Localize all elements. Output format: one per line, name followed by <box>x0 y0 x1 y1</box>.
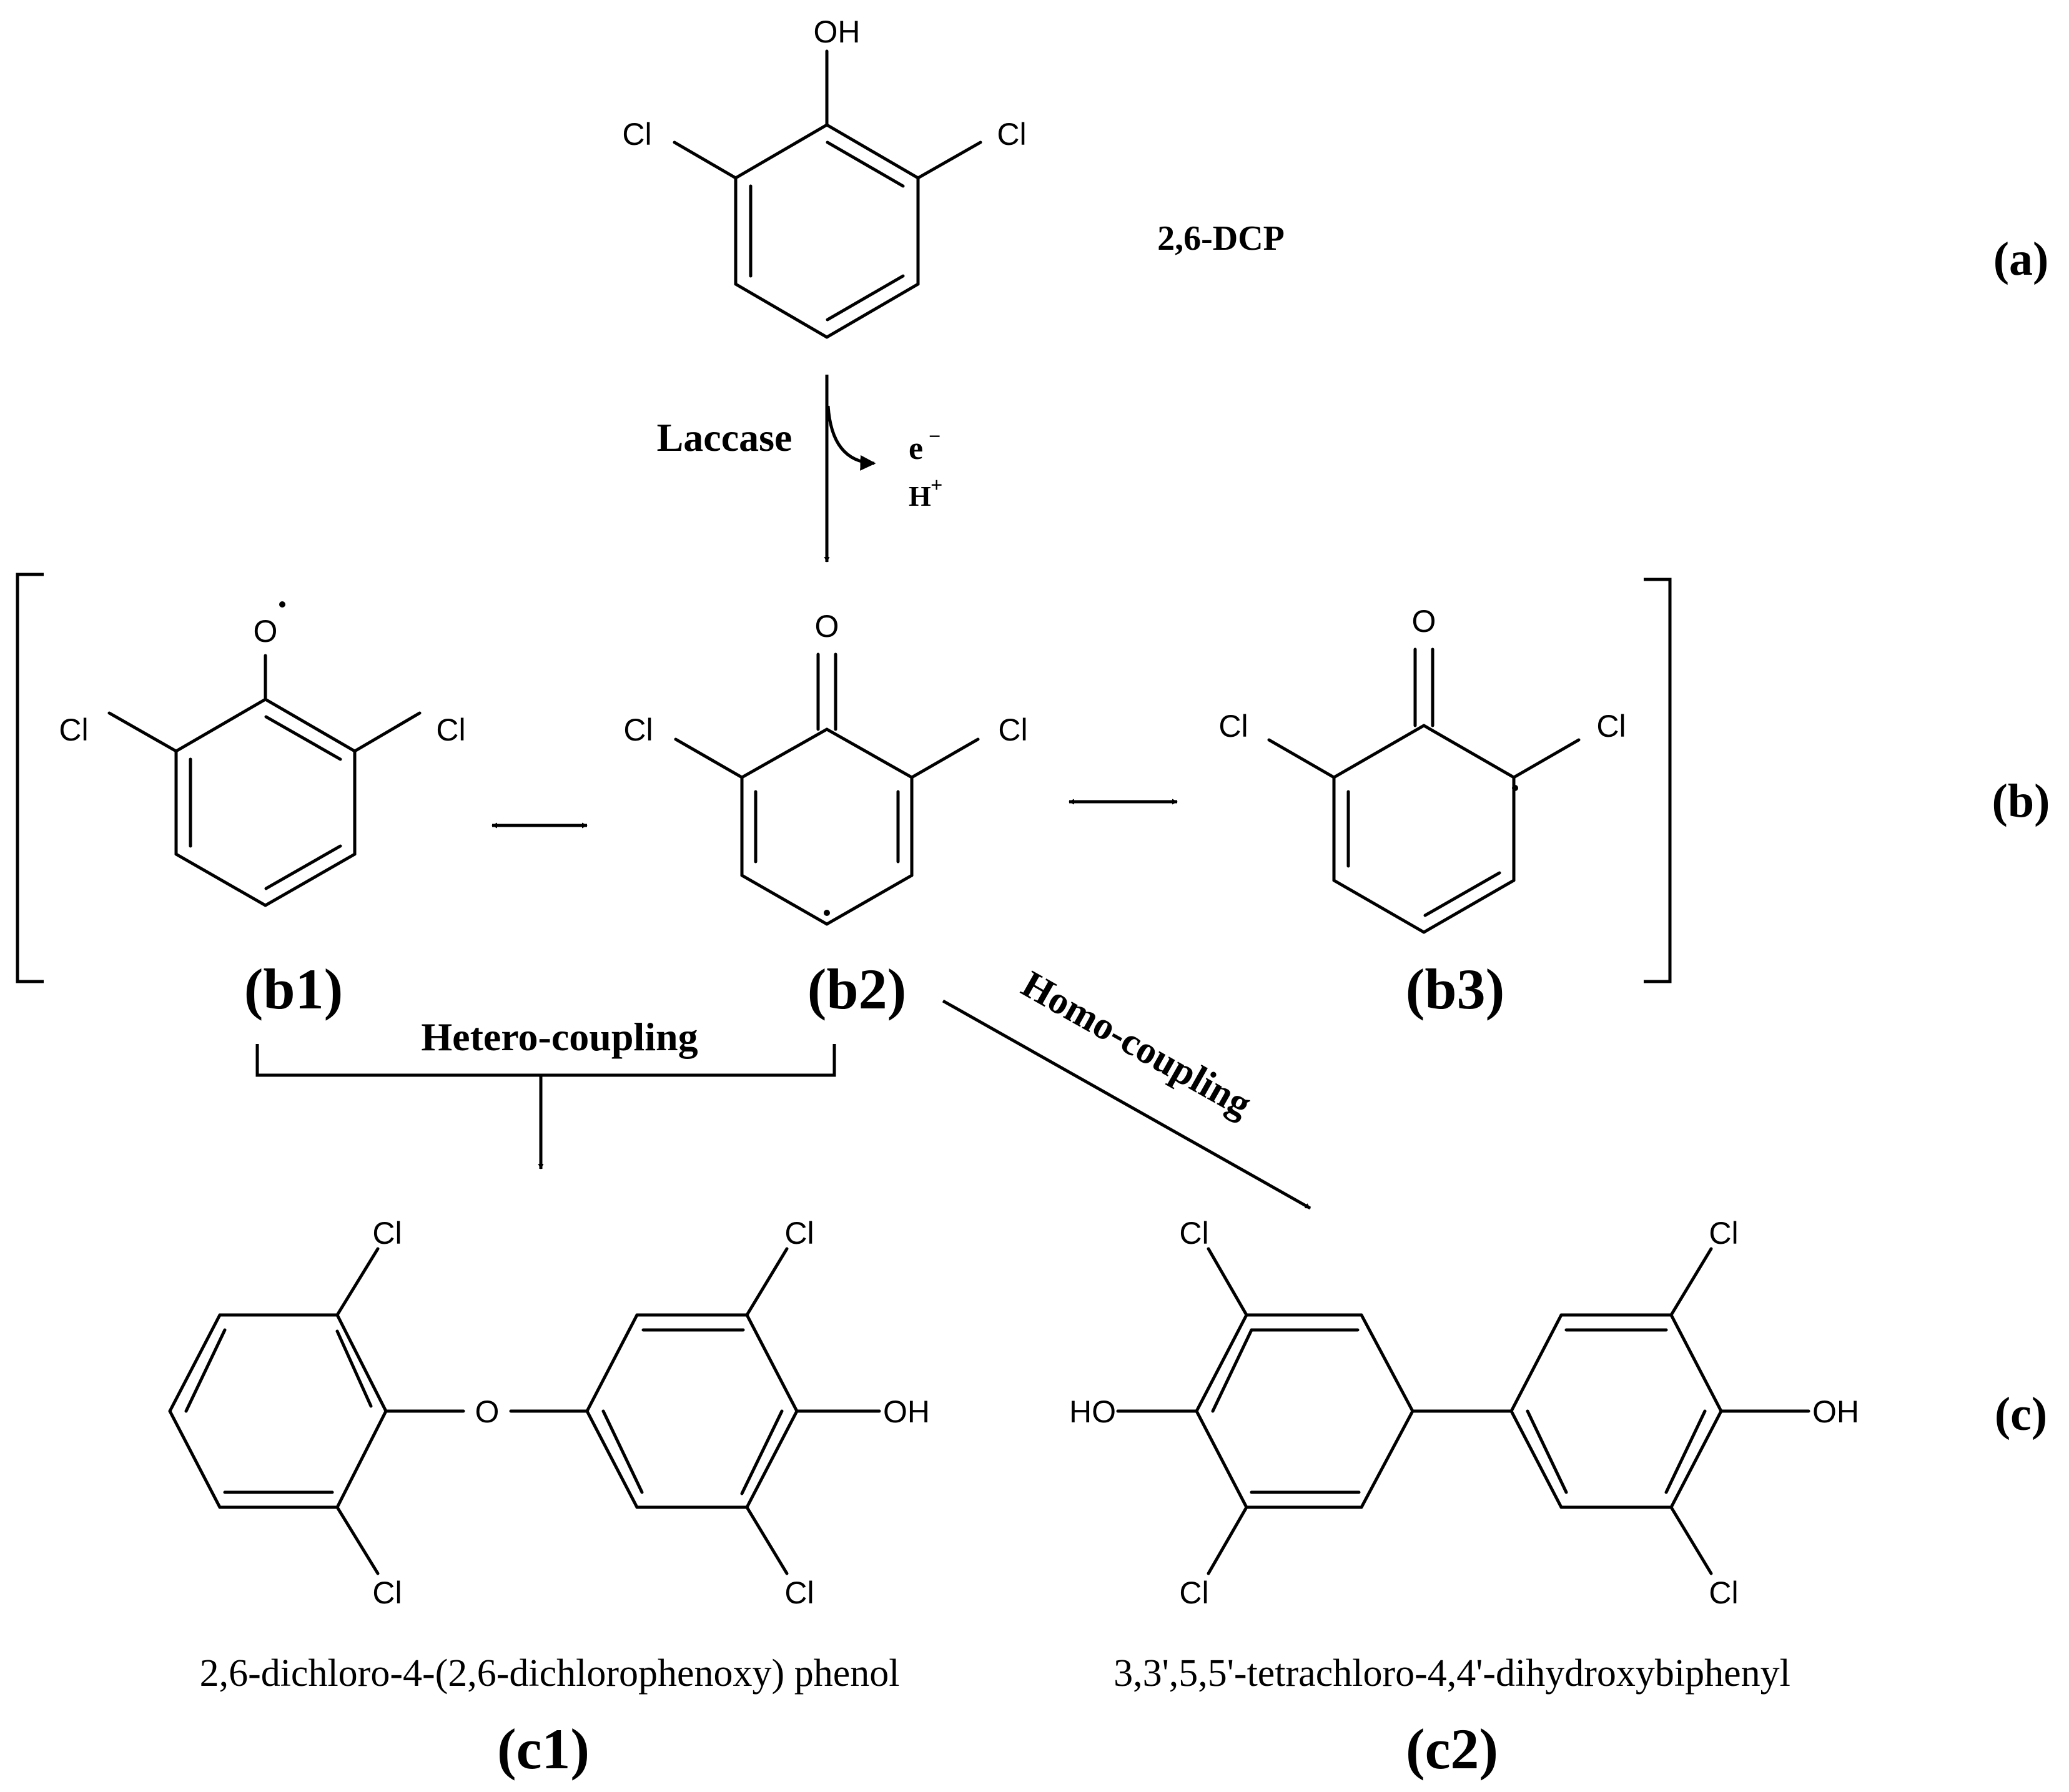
enzyme-label: Laccase <box>657 415 793 460</box>
resonance-bracket-right <box>1644 578 1672 983</box>
molecule-c2 <box>1116 1247 1810 1575</box>
hetero-coupling-connector <box>255 1044 836 1077</box>
atom-chlorine: Cl <box>998 712 1027 747</box>
homo-coupling-arrow <box>942 999 1311 1210</box>
proton-label: H <box>909 480 931 512</box>
radical-dot <box>279 601 285 608</box>
product-name-c1: 2,6-dichloro-4-(2,6-dichlorophenoxy) phe… <box>200 1652 900 1695</box>
molecule-b1 <box>107 654 422 907</box>
atom-chlorine: Cl <box>372 1216 402 1251</box>
atom-chlorine: Cl <box>1179 1216 1208 1251</box>
molecule-2-6-dcp <box>673 49 982 339</box>
intermediate-label-b1: (b1) <box>244 957 343 1021</box>
atom-chlorine: Cl <box>59 712 88 747</box>
atom-oxygen: O <box>254 614 278 649</box>
atom-chlorine: Cl <box>784 1575 814 1610</box>
intermediate-label-b3: (b3) <box>1406 957 1504 1021</box>
row-label-c: (c) <box>1995 1388 2047 1440</box>
molecule-b3 <box>1267 647 1581 934</box>
atom-hydroxyl: OH <box>883 1394 930 1429</box>
product-label-c1: (c1) <box>497 1717 590 1781</box>
resonance-bracket-left <box>16 573 44 983</box>
atom-oxygen: O <box>475 1394 500 1429</box>
hetero-coupling-label: Hetero-coupling <box>421 1015 698 1059</box>
electron-charge: − <box>929 425 941 448</box>
atom-chlorine: Cl <box>622 117 651 152</box>
atom-hydroxyl: OH <box>1812 1394 1859 1429</box>
atom-chlorine: Cl <box>1709 1216 1738 1251</box>
radical-dot <box>824 910 830 916</box>
atom-oxygen: O <box>815 609 839 644</box>
atom-chlorine: Cl <box>623 712 653 747</box>
molecule-c1 <box>168 1247 881 1575</box>
intermediate-label-b2: (b2) <box>807 957 906 1021</box>
reactant-name: 2,6-DCP <box>1157 219 1285 258</box>
radical-dot <box>1512 785 1518 791</box>
atom-chlorine: Cl <box>1218 709 1248 744</box>
atom-hydroxyl: HO <box>1069 1394 1116 1429</box>
atom-hydroxyl: OH <box>814 14 861 49</box>
product-name-c2: 3,3',5,5'-tetrachloro-4,4'-dihydroxybiph… <box>1114 1652 1790 1695</box>
atom-chlorine: Cl <box>372 1575 402 1610</box>
product-label-c2: (c2) <box>1406 1717 1498 1781</box>
proton-charge: + <box>931 474 942 497</box>
electron-label: e <box>909 431 923 466</box>
row-label-a: (a) <box>1993 233 2049 285</box>
atom-chlorine: Cl <box>1596 709 1626 744</box>
atom-chlorine: Cl <box>1179 1575 1208 1610</box>
atom-oxygen: O <box>1412 604 1436 639</box>
atom-chlorine: Cl <box>784 1216 814 1251</box>
homo-coupling-label: Homo-coupling <box>1015 963 1258 1126</box>
atom-chlorine: Cl <box>436 712 465 747</box>
electron-loss-arrow <box>826 405 876 471</box>
atom-chlorine: Cl <box>1709 1575 1738 1610</box>
atom-chlorine: Cl <box>997 117 1026 152</box>
row-label-b: (b) <box>1992 775 2050 827</box>
molecule-b2 <box>674 652 980 926</box>
